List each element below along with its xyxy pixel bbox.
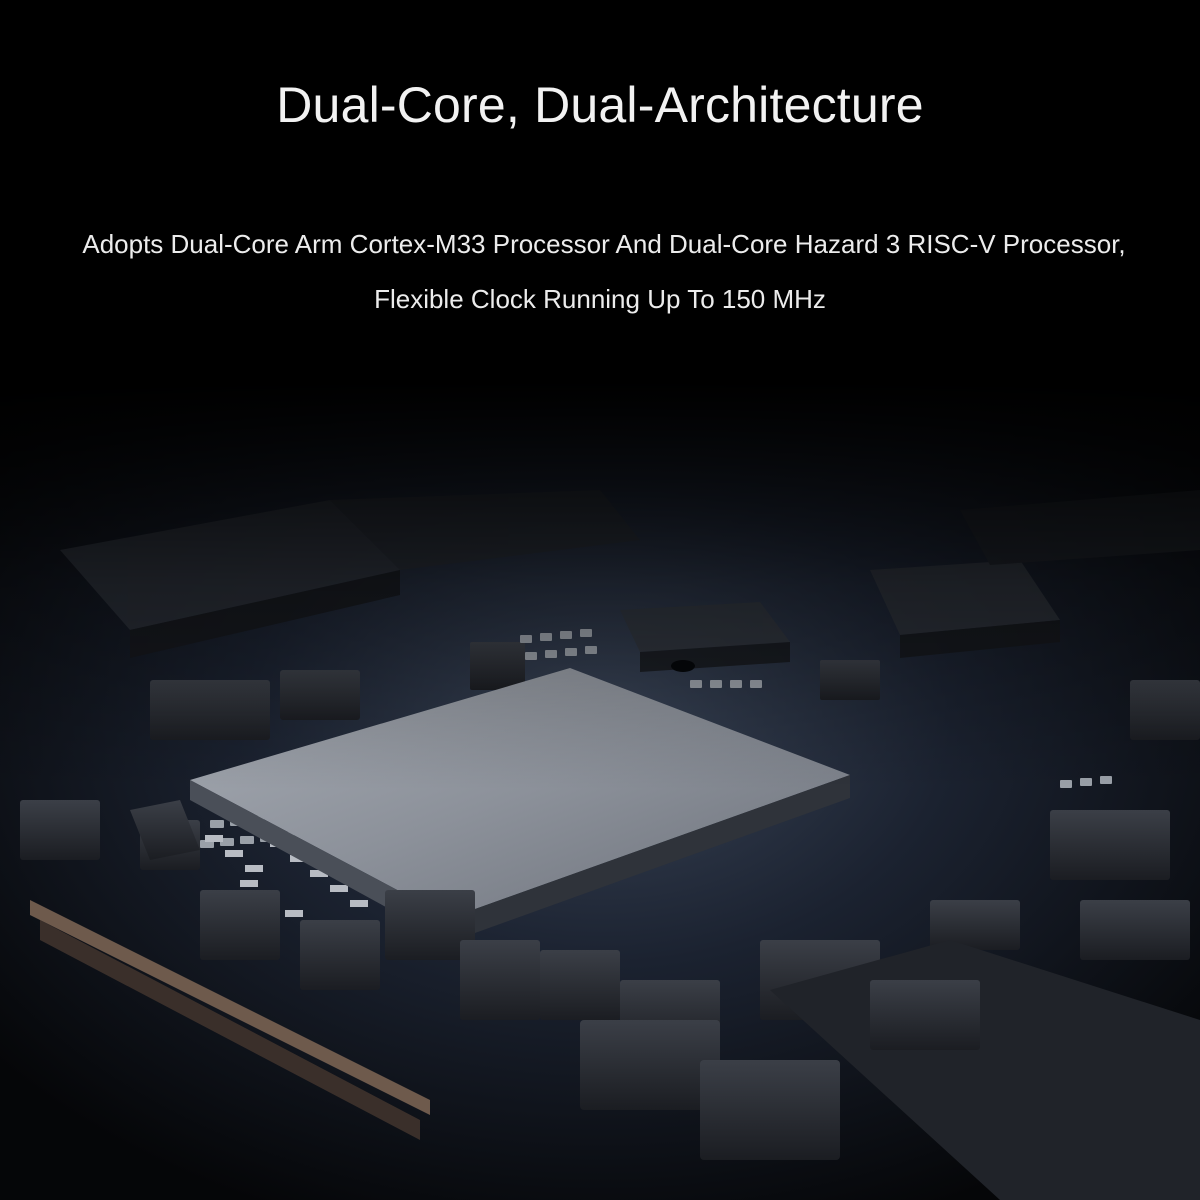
page-title: Dual-Core, Dual-Architecture [276,77,924,133]
circuit-board-illustration [0,380,1200,1200]
header-banner: Dual-Core, Dual-Architecture Adopts Dual… [0,0,1200,380]
circuit-board-image [0,380,1200,1200]
subtitle-line-1: Adopts Dual-Core Arm Cortex-M33 Processo… [82,229,1126,259]
subtitle-line-2: Flexible Clock Running Up To 150 MHz [374,284,826,314]
